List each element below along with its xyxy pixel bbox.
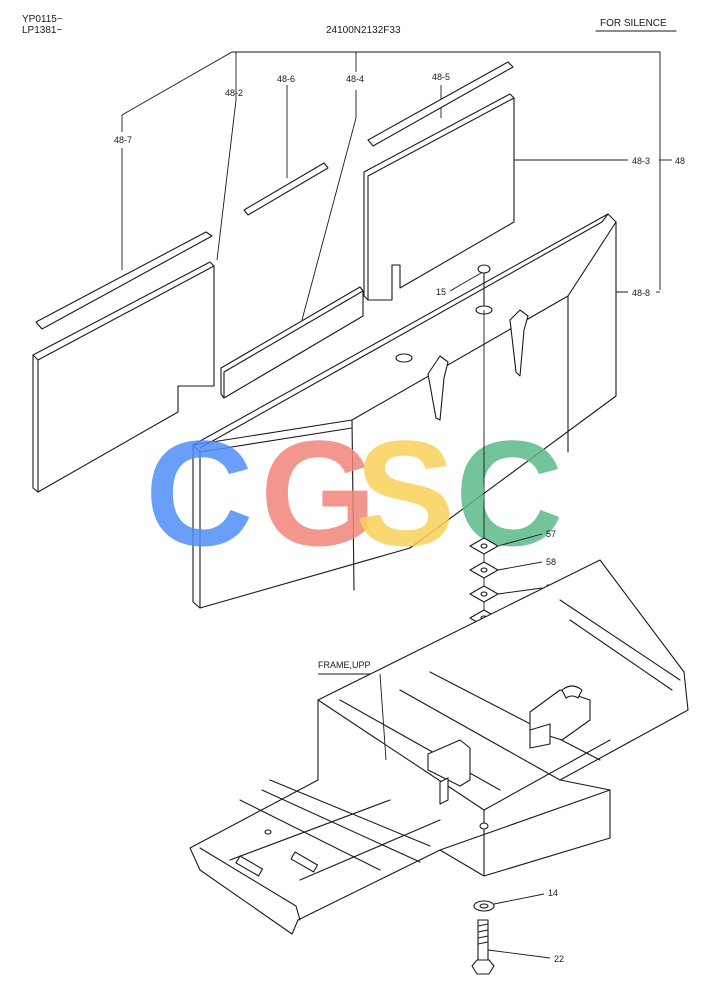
watermark-letter-c2: C	[455, 409, 563, 577]
bolt-22	[471, 919, 495, 975]
callout-48-5: 48-5	[432, 72, 450, 82]
frame-leader	[379, 673, 387, 761]
callout-48-3: 48-3	[632, 156, 650, 166]
callout-22: 22	[554, 954, 564, 964]
frame-bracket-right	[529, 685, 591, 749]
watermark-letter-c1: C	[145, 409, 253, 577]
callout-48-7: 48-7	[114, 135, 132, 145]
callout-48: 48	[675, 156, 685, 166]
bolt-15	[475, 264, 493, 315]
strip-48-6	[243, 162, 329, 216]
model-code-2: LP1381~	[22, 25, 62, 36]
mounting-bracket-right	[509, 309, 529, 377]
callout-14: 14	[548, 888, 558, 898]
pad-48-4	[220, 286, 364, 399]
watermark-letter-s: S	[355, 409, 455, 577]
mounting-bracket-left	[427, 355, 449, 421]
callout-frame-upp: FRAME,UPP	[318, 660, 371, 670]
drawing-number: 24100N2132F33	[326, 25, 401, 36]
shim-59	[469, 585, 499, 603]
callout-22-leader	[487, 949, 551, 959]
callout-57: 57	[546, 529, 556, 539]
section-title: FOR SILENCE	[600, 18, 667, 29]
callout-48-4: 48-4	[346, 74, 364, 84]
model-code-1: YP0115~	[22, 14, 63, 25]
washer-14	[473, 900, 495, 912]
callout-48-8: 48-8	[632, 288, 650, 298]
pad-48-3	[363, 93, 515, 301]
top-hole	[395, 353, 413, 363]
watermark-letter-g: G	[260, 409, 377, 577]
silencer-box-48-8	[192, 213, 617, 609]
strip-48-5	[367, 61, 514, 147]
callout-58: 58	[546, 557, 556, 567]
callout-48-6: 48-6	[277, 74, 295, 84]
pad-48-2	[32, 261, 215, 493]
callout-48-2: 48-2	[225, 88, 243, 98]
frame-bracket-left	[427, 739, 471, 805]
upper-frame	[189, 559, 689, 935]
strip-48-7	[35, 231, 213, 330]
callout-14-leader	[493, 893, 545, 905]
cgsc-watermark: C G S C	[145, 409, 563, 577]
callout-15: 15	[436, 287, 446, 297]
